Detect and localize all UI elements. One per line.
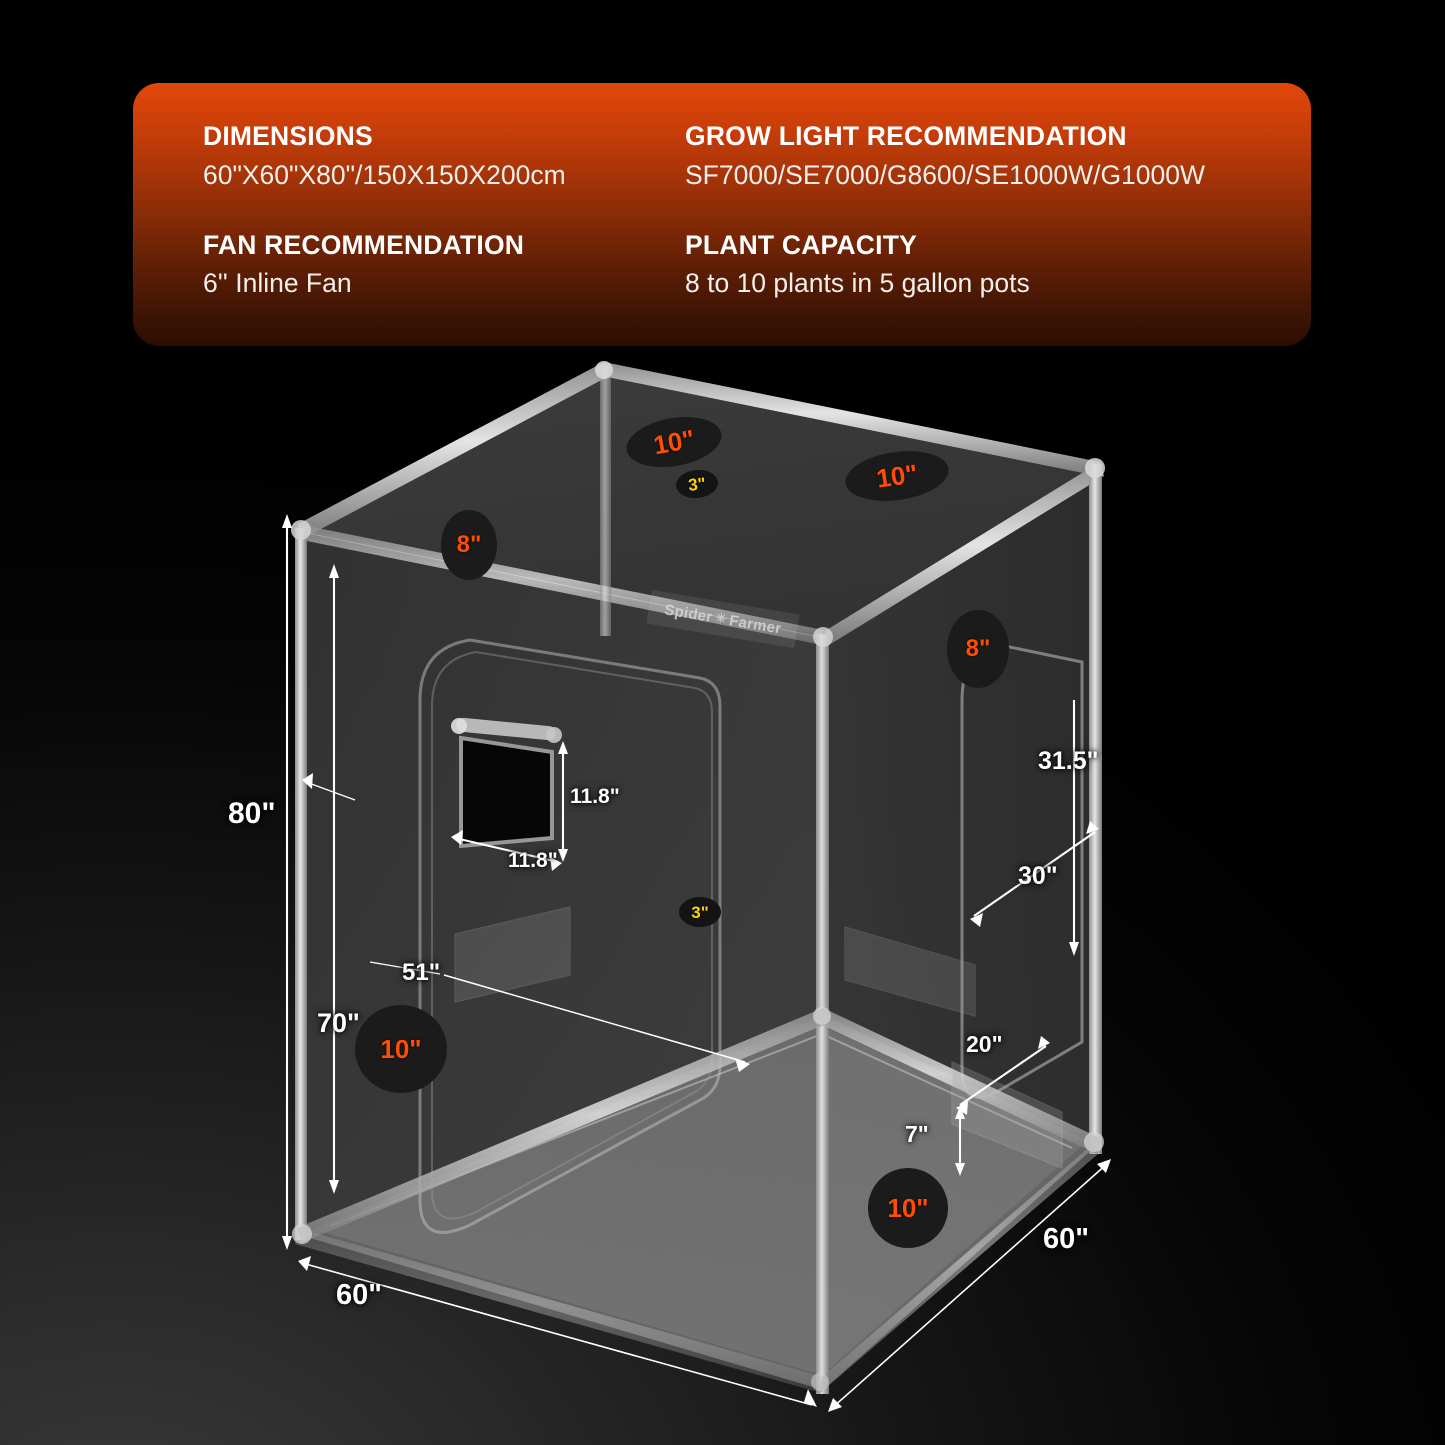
spec-column-right: GROW LIGHT RECOMMENDATION SF7000/SE7000/… (685, 121, 1305, 299)
brand-name-right: Farmer (728, 611, 783, 638)
dim-height-overall: 80" (228, 797, 276, 830)
vent-label: 10" (380, 1034, 422, 1064)
spec-value-plant-capacity: 8 to 10 plants in 5 gallon pots (685, 268, 1030, 299)
spec-title-fan: FAN RECOMMENDATION (203, 229, 525, 260)
spec-summary-card: DIMENSIONS 60"X60"X80"/150X150X200cm FAN… (133, 83, 1311, 346)
vent-right-lower: 10" (868, 1168, 948, 1248)
dim-base-front: 60" (336, 1279, 383, 1311)
vent-label: 10" (887, 1193, 929, 1223)
dim-base-side: 60" (1043, 1223, 1090, 1255)
vent-label: 8" (456, 531, 482, 558)
spec-value-fan: 6'' Inline Fan (203, 268, 352, 299)
tent-floor (300, 1015, 1097, 1390)
tent-frame-poles (291, 361, 1105, 1394)
vent-label: 3" (687, 473, 707, 495)
dim-door-height: 31.5" (1038, 747, 1099, 775)
vent-left-lower: 10" (355, 1005, 447, 1093)
dim-floor-diagonal: 51" (402, 959, 441, 986)
spec-block-plant-capacity: PLANT CAPACITY 8 to 10 plants in 5 gallo… (685, 229, 1305, 299)
spec-title-plant-capacity: PLANT CAPACITY (685, 229, 917, 260)
brand-separator-icon: ✳ (714, 609, 728, 627)
brand-name-left: Spider (663, 600, 714, 626)
spec-title-dimensions: DIMENSIONS (203, 121, 373, 151)
dim-window-height: 11.8" (570, 785, 620, 808)
dim-door-width: 30" (1018, 862, 1058, 890)
spec-column-left: DIMENSIONS 60"X60"X80"/150X150X200cm FAN… (203, 121, 703, 299)
vent-left-upper: 8" (441, 510, 497, 580)
vent-front-cord-port: 3" (679, 897, 721, 927)
mesh-vent-flaps (454, 906, 1063, 1169)
spec-title-grow-light: GROW LIGHT RECOMMENDATION (685, 121, 1127, 151)
dim-height-inner: 70" (317, 1008, 360, 1038)
dim-tray-depth: 20" (966, 1031, 1003, 1057)
vent-label: 8" (965, 635, 991, 662)
vent-label: 3" (691, 902, 709, 922)
spec-value-dimensions: 60"X60"X80"/150X150X200cm (203, 159, 566, 190)
spec-block-grow-light: GROW LIGHT RECOMMENDATION SF7000/SE7000/… (685, 121, 1305, 190)
dim-tray-height: 7" (905, 1121, 929, 1147)
spec-value-grow-light: SF7000/SE7000/G8600/SE1000W/G1000W (685, 159, 1206, 190)
vent-label: 10" (651, 423, 697, 461)
dim-window-width: 11.8" (508, 849, 558, 872)
viewing-window (451, 717, 562, 849)
spec-block-fan: FAN RECOMMENDATION 6'' Inline Fan (203, 229, 703, 299)
spec-block-dimensions: DIMENSIONS 60"X60"X80"/150X150X200cm (203, 121, 703, 190)
dimension-lines (282, 514, 1111, 1412)
vent-right-upper: 8" (947, 610, 1009, 688)
vent-label: 10" (874, 458, 920, 494)
